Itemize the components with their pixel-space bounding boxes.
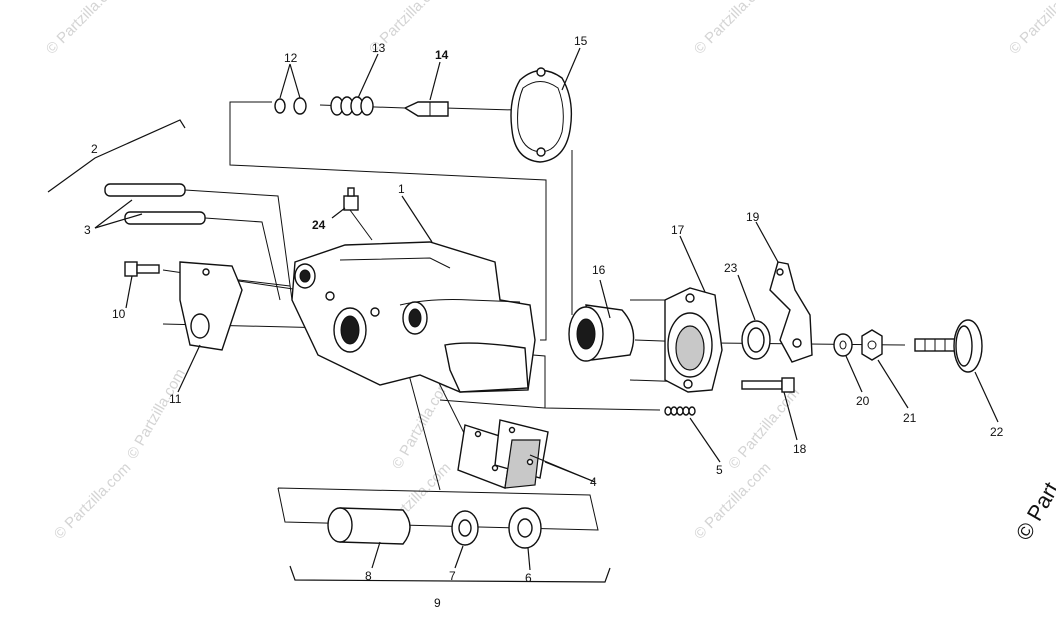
watermark: © Partzilla.com [1006, 0, 1056, 58]
callout-1: 1 [398, 182, 405, 196]
callout-5: 5 [716, 463, 723, 477]
callout-22: 22 [990, 425, 1004, 439]
watermark: © Partzilla.com [691, 0, 774, 58]
watermark: © Partzilla.com [691, 459, 774, 542]
watermark: © Partzilla.com [389, 376, 454, 472]
callout-2: 2 [91, 142, 98, 156]
callout-6: 6 [525, 571, 532, 585]
washer-part [741, 320, 771, 360]
pins-part [104, 183, 206, 225]
callout-16: 16 [592, 263, 606, 277]
piston-housing-part [568, 304, 635, 362]
watermark: © Partzilla.com [124, 366, 189, 462]
adjuster-housing-part [664, 287, 723, 393]
callout-21: 21 [903, 411, 917, 425]
leader-lines [47, 47, 999, 583]
callout-7: 7 [449, 569, 456, 583]
callout-labels: 1 2 3 4 5 6 7 8 9 10 11 12 13 14 15 16 1… [84, 34, 1004, 610]
watermark: © Partzilla.com [51, 459, 134, 542]
adjuster-bolt-part [741, 377, 795, 393]
callout-10: 10 [112, 307, 126, 321]
callout-23: 23 [724, 261, 738, 275]
callout-4: 4 [590, 475, 597, 489]
watermark-corner: © Part [1011, 478, 1056, 545]
callout-15: 15 [574, 34, 588, 48]
watermark: © Partzilla.com [725, 384, 803, 472]
bleeder-part [343, 187, 373, 241]
callout-9: 9 [434, 596, 441, 610]
lever-arm-part [769, 261, 813, 363]
callout-8: 8 [365, 569, 372, 583]
callout-11: 11 [169, 392, 182, 406]
bolt-part [124, 261, 160, 277]
flat-washer-part [833, 333, 853, 357]
nut-part [861, 329, 883, 361]
callout-18: 18 [793, 442, 807, 456]
caliper-body-part [291, 241, 536, 393]
callout-3: 3 [84, 223, 91, 237]
spring-part [664, 406, 696, 416]
gasket-part [510, 67, 573, 163]
callout-14: 14 [435, 48, 449, 62]
piston-group-part [327, 507, 542, 549]
watermark: © Partzilla.com [43, 0, 126, 58]
brake-pads-part [457, 419, 549, 489]
callout-13: 13 [372, 41, 386, 55]
callout-19: 19 [746, 210, 760, 224]
seal-spring-pin-group [274, 96, 449, 117]
callout-17: 17 [671, 223, 685, 237]
adjuster-knob-part [914, 319, 983, 373]
bracket-part [179, 261, 243, 351]
callout-12: 12 [284, 51, 298, 65]
callout-20: 20 [856, 394, 870, 408]
callout-24: 24 [312, 218, 326, 232]
